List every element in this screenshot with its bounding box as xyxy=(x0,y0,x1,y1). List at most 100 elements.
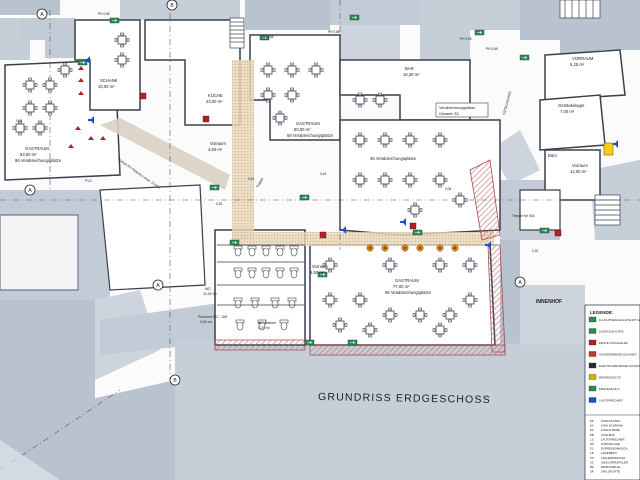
chair xyxy=(22,83,26,87)
table-set xyxy=(407,202,423,218)
label-notausgang: NOTAUSGANG xyxy=(502,90,512,115)
chair xyxy=(28,89,32,93)
label-getraenke-area: 7,00 m² xyxy=(560,109,575,114)
chair xyxy=(22,106,26,110)
legend-item-text: AUSSPERRMOEGLICHKEIT xyxy=(599,353,637,357)
chair xyxy=(444,178,448,182)
chair xyxy=(290,74,294,78)
chair xyxy=(290,62,294,66)
legend-title: LEGENDE: xyxy=(590,310,614,315)
toilet xyxy=(275,267,285,279)
ceiling-light-icon xyxy=(366,244,374,252)
chair xyxy=(374,328,378,332)
legend-abbrev-text: KÜHLBOX xyxy=(601,433,615,437)
legend-swatch xyxy=(588,316,597,323)
chair xyxy=(338,329,342,333)
exit-sign-icon xyxy=(349,14,360,21)
wc-fixtures xyxy=(217,244,305,331)
chair xyxy=(120,32,124,36)
table-set xyxy=(114,32,130,48)
chair xyxy=(18,120,22,124)
exit-sign-icon xyxy=(259,34,270,41)
exit-sign-icon xyxy=(519,54,530,61)
chair xyxy=(388,269,392,273)
table xyxy=(355,95,365,105)
fire-extinguisher-icon xyxy=(409,222,417,230)
table xyxy=(435,175,445,185)
legend-item: LAUTSPRECHER xyxy=(588,397,622,403)
chair xyxy=(38,120,42,124)
chair xyxy=(438,269,442,273)
chair xyxy=(454,313,458,317)
chair xyxy=(408,144,412,148)
legend-item: FLUCHTWEGLEUCHTE MIT LEUCHTENDEM RETTUNG… xyxy=(588,316,640,323)
label-bar: BAR xyxy=(405,66,414,71)
legend-item: ZUSATZLEUCHTE xyxy=(588,328,624,334)
chair xyxy=(284,68,288,72)
label-wc-damen: WC Damen xyxy=(258,321,276,325)
chair xyxy=(260,93,264,97)
fire-protection-sign-icon xyxy=(603,142,614,156)
fire-extinguisher-icon xyxy=(554,229,562,237)
chair xyxy=(28,77,32,81)
table xyxy=(45,80,55,90)
chair xyxy=(438,184,442,188)
chair xyxy=(364,178,368,182)
label-gastraum-mid: GASTRAUM xyxy=(296,121,320,126)
label-gastraum-south: GASTRAUM xyxy=(395,278,419,283)
chair xyxy=(442,313,446,317)
chair xyxy=(438,322,442,326)
chair xyxy=(332,323,336,327)
table xyxy=(355,135,365,145)
legend-swatch xyxy=(588,374,597,380)
chair xyxy=(377,178,381,182)
chair xyxy=(448,319,452,323)
chair xyxy=(419,208,423,212)
chair xyxy=(290,99,294,103)
label-vorraum-top-area: 4,50 m² xyxy=(208,147,223,152)
table-set xyxy=(402,172,418,188)
table-set xyxy=(442,307,458,323)
legend-abbrev-code: KS xyxy=(590,424,594,428)
table xyxy=(275,113,285,123)
legend-item-text: FLUCHTWEGLEUCHTE MIT LEUCHTENDEM RETTUNG… xyxy=(599,318,640,322)
escape-arrow-icon xyxy=(78,66,84,70)
marker-bottom-mid: B xyxy=(173,378,177,384)
toilet xyxy=(279,319,289,331)
chair xyxy=(412,313,416,317)
chair xyxy=(364,98,368,102)
chair xyxy=(394,313,398,317)
table xyxy=(465,260,475,270)
legend-abbrev-code: ZM xyxy=(590,442,594,446)
exit-sign-icon xyxy=(474,29,485,36)
legend-abbrev-text: ZAPFANLAGE xyxy=(601,442,620,446)
legend-swatch xyxy=(588,339,597,346)
chair xyxy=(42,106,46,110)
table-set xyxy=(272,110,288,126)
legend-item-text: LAUTSPRECHER xyxy=(599,399,622,403)
table-set xyxy=(462,257,478,273)
marker-top-left: A xyxy=(40,12,44,18)
chair xyxy=(334,263,338,267)
legend-abbrev-text: MIKROWELLE xyxy=(601,465,620,469)
table xyxy=(365,325,375,335)
level-3: PH 0,85 xyxy=(328,30,340,34)
table xyxy=(117,55,127,65)
escape-arrow-icon xyxy=(88,136,94,140)
chair xyxy=(352,138,356,142)
chair xyxy=(432,178,436,182)
table-set xyxy=(42,77,58,93)
table xyxy=(335,320,345,330)
toilet xyxy=(233,245,243,257)
chair xyxy=(382,263,386,267)
toilet xyxy=(289,267,299,279)
marker-top-mid: B xyxy=(170,3,174,9)
label-schank-area: 10,00 m² xyxy=(98,84,115,89)
legend-abbrev-code: KK xyxy=(590,419,594,423)
chair xyxy=(12,126,16,130)
table-set xyxy=(377,132,393,148)
legend-abbrev-code: KV xyxy=(590,428,594,432)
chair xyxy=(322,263,326,267)
